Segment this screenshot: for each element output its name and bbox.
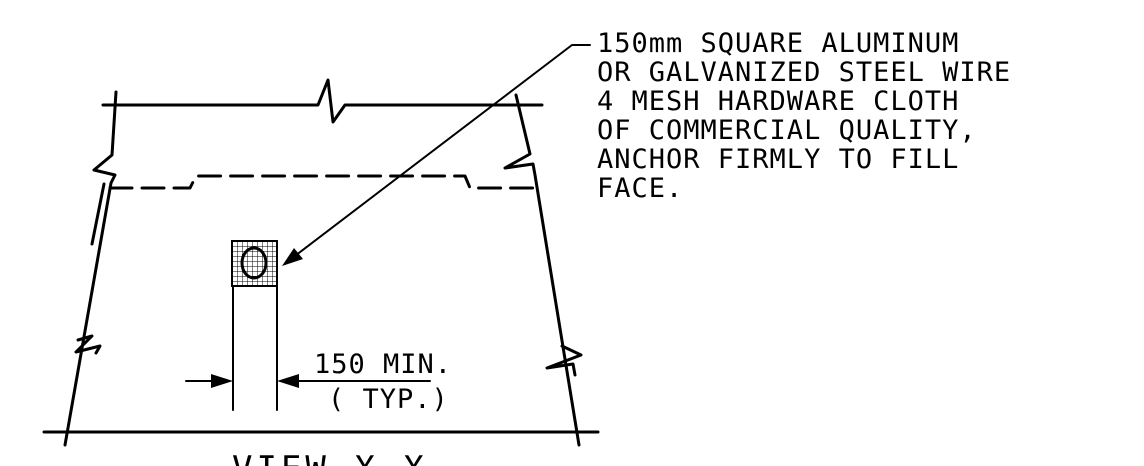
note-line-3: 4 MESH HARDWARE CLOTH [597, 86, 959, 117]
top-break-line [101, 78, 544, 124]
note-leader [282, 44, 591, 266]
note-line-5: ANCHOR FIRMLY TO FILL [597, 144, 959, 175]
note-line-1: 150mm SQUARE ALUMINUM [597, 28, 959, 59]
note-line-6: FACE. [597, 173, 683, 204]
pipe-extension-lines [232, 285, 278, 411]
note-line-2: OR GALVANIZED STEEL WIRE [597, 57, 1011, 88]
right-wall-edge [503, 93, 583, 447]
weep-hole-mesh [231, 240, 278, 287]
left-wall-edge [63, 90, 118, 447]
hidden-line [108, 174, 535, 190]
view-label: VIEW X-X [232, 449, 428, 466]
dimension-qualifier: ( TYP.) [328, 384, 449, 415]
dimension-arrows [185, 374, 431, 388]
note-line-4: OF COMMERCIAL QUALITY, [597, 115, 977, 146]
dimension-value: 150 MIN. [314, 349, 452, 380]
